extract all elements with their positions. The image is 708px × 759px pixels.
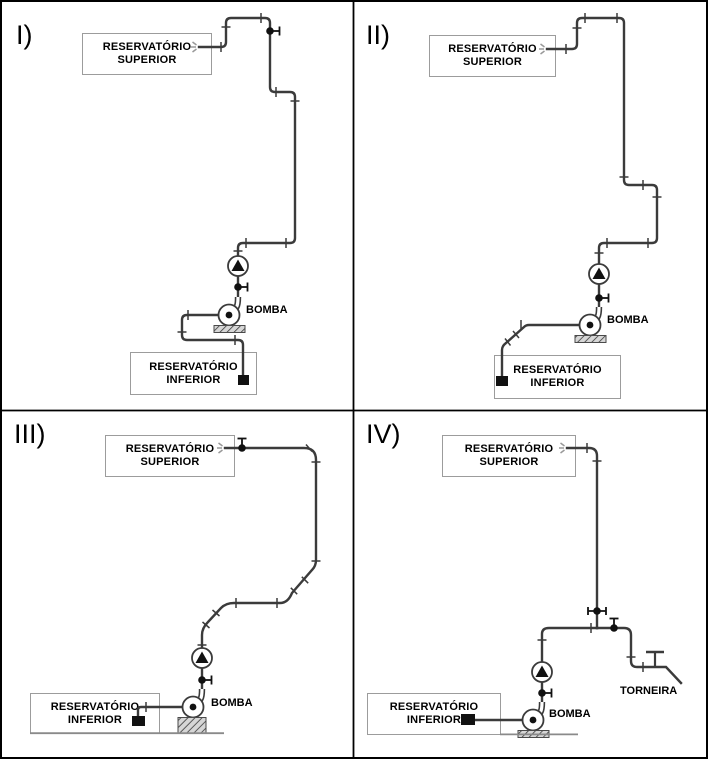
reservoir-label: RESERVATÓRIO (448, 43, 537, 55)
lower-reservoir-box-1: RESERVATÓRIO INFERIOR (130, 352, 257, 395)
pump-branch-pipe (540, 626, 599, 664)
faucet-icon (646, 650, 664, 667)
check-valve-icon (588, 263, 610, 285)
discharge-pipe (200, 446, 318, 650)
pipe-joint-ticks (537, 443, 644, 672)
upper-reservoir-box-3: RESERVATÓRIO SUPERIOR (105, 435, 235, 477)
reservoir-label: RESERVATÓRIO (149, 360, 238, 373)
reservoir-outlet-valve-icon (236, 437, 248, 453)
pump-discharge-valve-icon (594, 292, 610, 304)
reservoir-label: SUPERIOR (479, 456, 539, 468)
pump-icon (580, 307, 601, 336)
reservoir-label: RESERVATÓRIO (50, 700, 140, 713)
check-valve-icon (227, 255, 249, 277)
discharge-pipe (197, 16, 297, 258)
reservoir-label: RESERVATÓRIO (513, 364, 602, 376)
upper-reservoir-box-1: RESERVATÓRIO SUPERIOR (82, 33, 212, 75)
lower-reservoir-box-4: RESERVATÓRIO INFERIOR (367, 693, 501, 735)
faucet-branch-pipe (595, 626, 683, 685)
reservoir-label: SUPERIOR (117, 54, 177, 66)
pump-icon (523, 702, 544, 731)
quadrant-1-label: I) (16, 20, 33, 50)
pipe-joint-ticks (145, 444, 321, 712)
pump-icon (183, 689, 204, 718)
check-valve-icon (191, 647, 213, 669)
pump-base (517, 730, 550, 738)
downcomer-valve-icon (587, 607, 607, 615)
reservoir-label: RESERVATÓRIO (125, 443, 215, 455)
quadrant-4-label: IV) (366, 419, 401, 449)
pump-label-2: BOMBA (607, 314, 649, 326)
pump-icon (219, 297, 240, 326)
system-3-diagram (30, 437, 321, 735)
pump-label-4: BOMBA (549, 708, 591, 720)
pump-discharge-valve-icon (537, 687, 553, 699)
quadrant-2-label: II) (366, 20, 390, 50)
reservoir-label: SUPERIOR (140, 456, 200, 468)
lower-reservoir-box-3: RESERVATÓRIO INFERIOR (30, 693, 160, 734)
discharge-pipe (545, 16, 659, 266)
gate-valve-icon (265, 25, 281, 37)
lower-reservoir-box-2: RESERVATÓRIO INFERIOR (494, 355, 621, 399)
upper-reservoir-box-2: RESERVATÓRIO SUPERIOR (429, 35, 556, 77)
pump-pedestal (177, 717, 207, 734)
check-valve-icon (531, 661, 553, 683)
reservoir-label: RESERVATÓRIO (464, 443, 554, 455)
pump-base (574, 335, 607, 343)
pump-label-1: BOMBA (246, 304, 288, 316)
tee-branch-valve-icon (608, 617, 620, 633)
pump-base (213, 325, 246, 333)
reservoir-label: RESERVATÓRIO (389, 701, 479, 713)
quadrant-3-label: III) (14, 419, 46, 449)
reservoir-label: INFERIOR (406, 714, 462, 726)
reservoir-label: RESERVATÓRIO (102, 41, 192, 53)
reservoir-label: INFERIOR (67, 713, 123, 726)
reservoir-label: SUPERIOR (462, 56, 523, 68)
pump-discharge-valve-icon (197, 674, 213, 686)
faucet-label: TORNEIRA (620, 685, 678, 697)
upper-reservoir-box-4: RESERVATÓRIO SUPERIOR (442, 435, 576, 477)
reservoir-label: INFERIOR (166, 373, 221, 386)
reservoir-label: INFERIOR (530, 377, 585, 389)
pump-label-3: BOMBA (211, 697, 253, 709)
pump-discharge-valve-icon (233, 281, 249, 293)
